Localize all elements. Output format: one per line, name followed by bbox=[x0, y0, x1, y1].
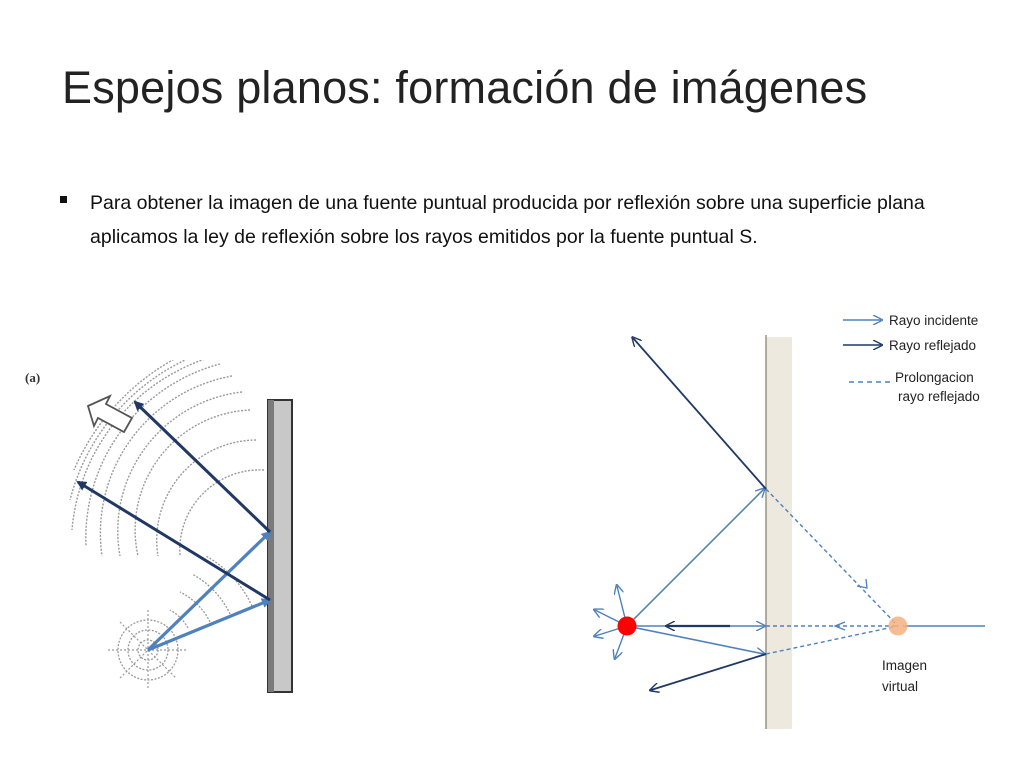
reflected-ray bbox=[133, 400, 272, 534]
point-source-s bbox=[617, 616, 637, 636]
reflected-ray bbox=[76, 480, 271, 602]
ray-diagram-virtual-image: Rayo incidente Rayo reflejado Prolongaci… bbox=[585, 313, 985, 729]
extension-direction-arrow bbox=[856, 578, 868, 589]
propagation-direction-icon bbox=[86, 394, 134, 434]
reflected-ray-extensions bbox=[765, 488, 985, 655]
square-bullet-icon bbox=[60, 196, 67, 203]
figure-a-label: (a) bbox=[25, 370, 40, 385]
virtual-image-label-2: virtual bbox=[882, 679, 918, 694]
incident-ray bbox=[626, 625, 764, 654]
reflected-wavefronts bbox=[69, 360, 265, 557]
virtual-image-point bbox=[888, 616, 908, 636]
bullet-text: Para obtener la imagen de una fuente pun… bbox=[90, 192, 925, 248]
slide-title: Espejos planos: formación de imágenes bbox=[62, 62, 868, 113]
incident-ray bbox=[147, 598, 272, 652]
reflected-ray bbox=[651, 653, 767, 690]
legend-extension-label-1: Prolongacion bbox=[895, 370, 974, 385]
bullet-paragraph: Para obtener la imagen de una fuente pun… bbox=[60, 186, 970, 254]
diagram-legend: Rayo incidente Rayo reflejado Prolongaci… bbox=[843, 313, 980, 404]
mirror bbox=[766, 337, 792, 729]
wavefront-reflection-diagram: (a) bbox=[25, 360, 293, 693]
reflected-ray bbox=[633, 338, 767, 490]
legend-incident-label: Rayo incidente bbox=[889, 313, 978, 328]
incident-ray bbox=[146, 530, 272, 652]
legend-reflected-label: Rayo reflejado bbox=[889, 338, 976, 353]
incident-ray bbox=[626, 489, 764, 627]
virtual-image-label-1: Imagen bbox=[882, 658, 927, 673]
extension-direction-arrow bbox=[833, 621, 846, 631]
incident-wavefronts bbox=[117, 555, 253, 681]
legend-extension-label-2: rayo reflejado bbox=[898, 389, 980, 404]
